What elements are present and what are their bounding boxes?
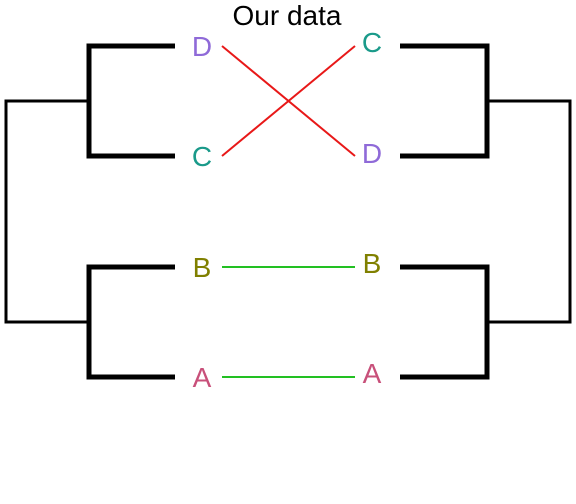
connection-line-c: [221, 45, 356, 157]
right-dendrogram: [400, 43, 572, 380]
right-bracket-ba: [400, 264, 490, 380]
connection-lines: [221, 45, 356, 378]
left-bracket-ba: [86, 264, 175, 380]
right-leaf-label: D: [362, 138, 382, 169]
diagram-title: Our data: [233, 0, 342, 31]
right-root-bracket: [487, 99, 572, 324]
right-leaf-labels: C D B A: [362, 27, 382, 389]
right-leaf-label: B: [363, 248, 382, 279]
left-leaf-label: C: [192, 141, 212, 172]
left-dendrogram: [4, 43, 175, 380]
left-leaf-labels: D C B A: [192, 31, 212, 393]
left-leaf-label: B: [193, 252, 212, 283]
right-leaf-label: A: [363, 358, 382, 389]
left-leaf-label: D: [192, 31, 212, 62]
left-root-bracket: [4, 99, 89, 324]
right-bracket-cd: [400, 43, 490, 159]
left-leaf-label: A: [193, 362, 212, 393]
right-leaf-label: C: [362, 27, 382, 58]
left-bracket-dc: [86, 43, 175, 159]
